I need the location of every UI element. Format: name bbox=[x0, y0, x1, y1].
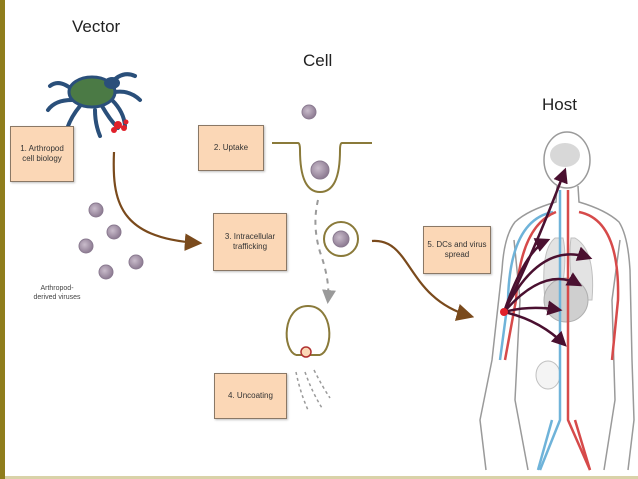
dendritic-spread-arrows bbox=[502, 167, 593, 347]
step-intracellular-trafficking-label: 3. Intracellular trafficking bbox=[224, 232, 276, 251]
step-uncoating: 4. Uncoating bbox=[214, 373, 287, 419]
uncoating-vesicle bbox=[285, 304, 331, 411]
tick-icon bbox=[46, 72, 142, 138]
step-uptake-label: 2. Uptake bbox=[213, 143, 249, 152]
uptake-membrane bbox=[272, 104, 372, 194]
step-uncoating-label: 4. Uncoating bbox=[228, 391, 273, 400]
cell-to-host-arrow bbox=[371, 239, 475, 321]
host-heading: Host bbox=[542, 95, 577, 114]
cell-heading: Cell bbox=[303, 51, 333, 70]
bottom-rule bbox=[5, 476, 638, 479]
step-dcs-virus-spread-label: 5. DCs and virus spread bbox=[427, 240, 487, 259]
step-arthropod-cell-biology: 1. Arthropod cell biology bbox=[10, 126, 74, 182]
arthropod-derived-viruses-caption: Arthropod-derived viruses bbox=[33, 285, 81, 302]
bite-site-icon bbox=[500, 308, 508, 316]
step-arthropod-cell-biology-label: 1. Arthropod cell biology bbox=[20, 144, 64, 163]
trafficking-vesicle bbox=[323, 221, 359, 257]
virion-icon bbox=[78, 202, 144, 280]
vector-to-cell-arrow bbox=[112, 151, 203, 251]
step-intracellular-trafficking: 3. Intracellular trafficking bbox=[213, 213, 287, 271]
vector-heading: Vector bbox=[72, 17, 121, 36]
step-dcs-virus-spread: 5. DCs and virus spread bbox=[423, 226, 491, 274]
vessels bbox=[498, 190, 620, 471]
blood-drop-icon bbox=[111, 119, 129, 133]
left-edge-bar bbox=[0, 0, 5, 479]
trafficking-path bbox=[314, 199, 336, 304]
step-uptake: 2. Uptake bbox=[198, 125, 264, 171]
